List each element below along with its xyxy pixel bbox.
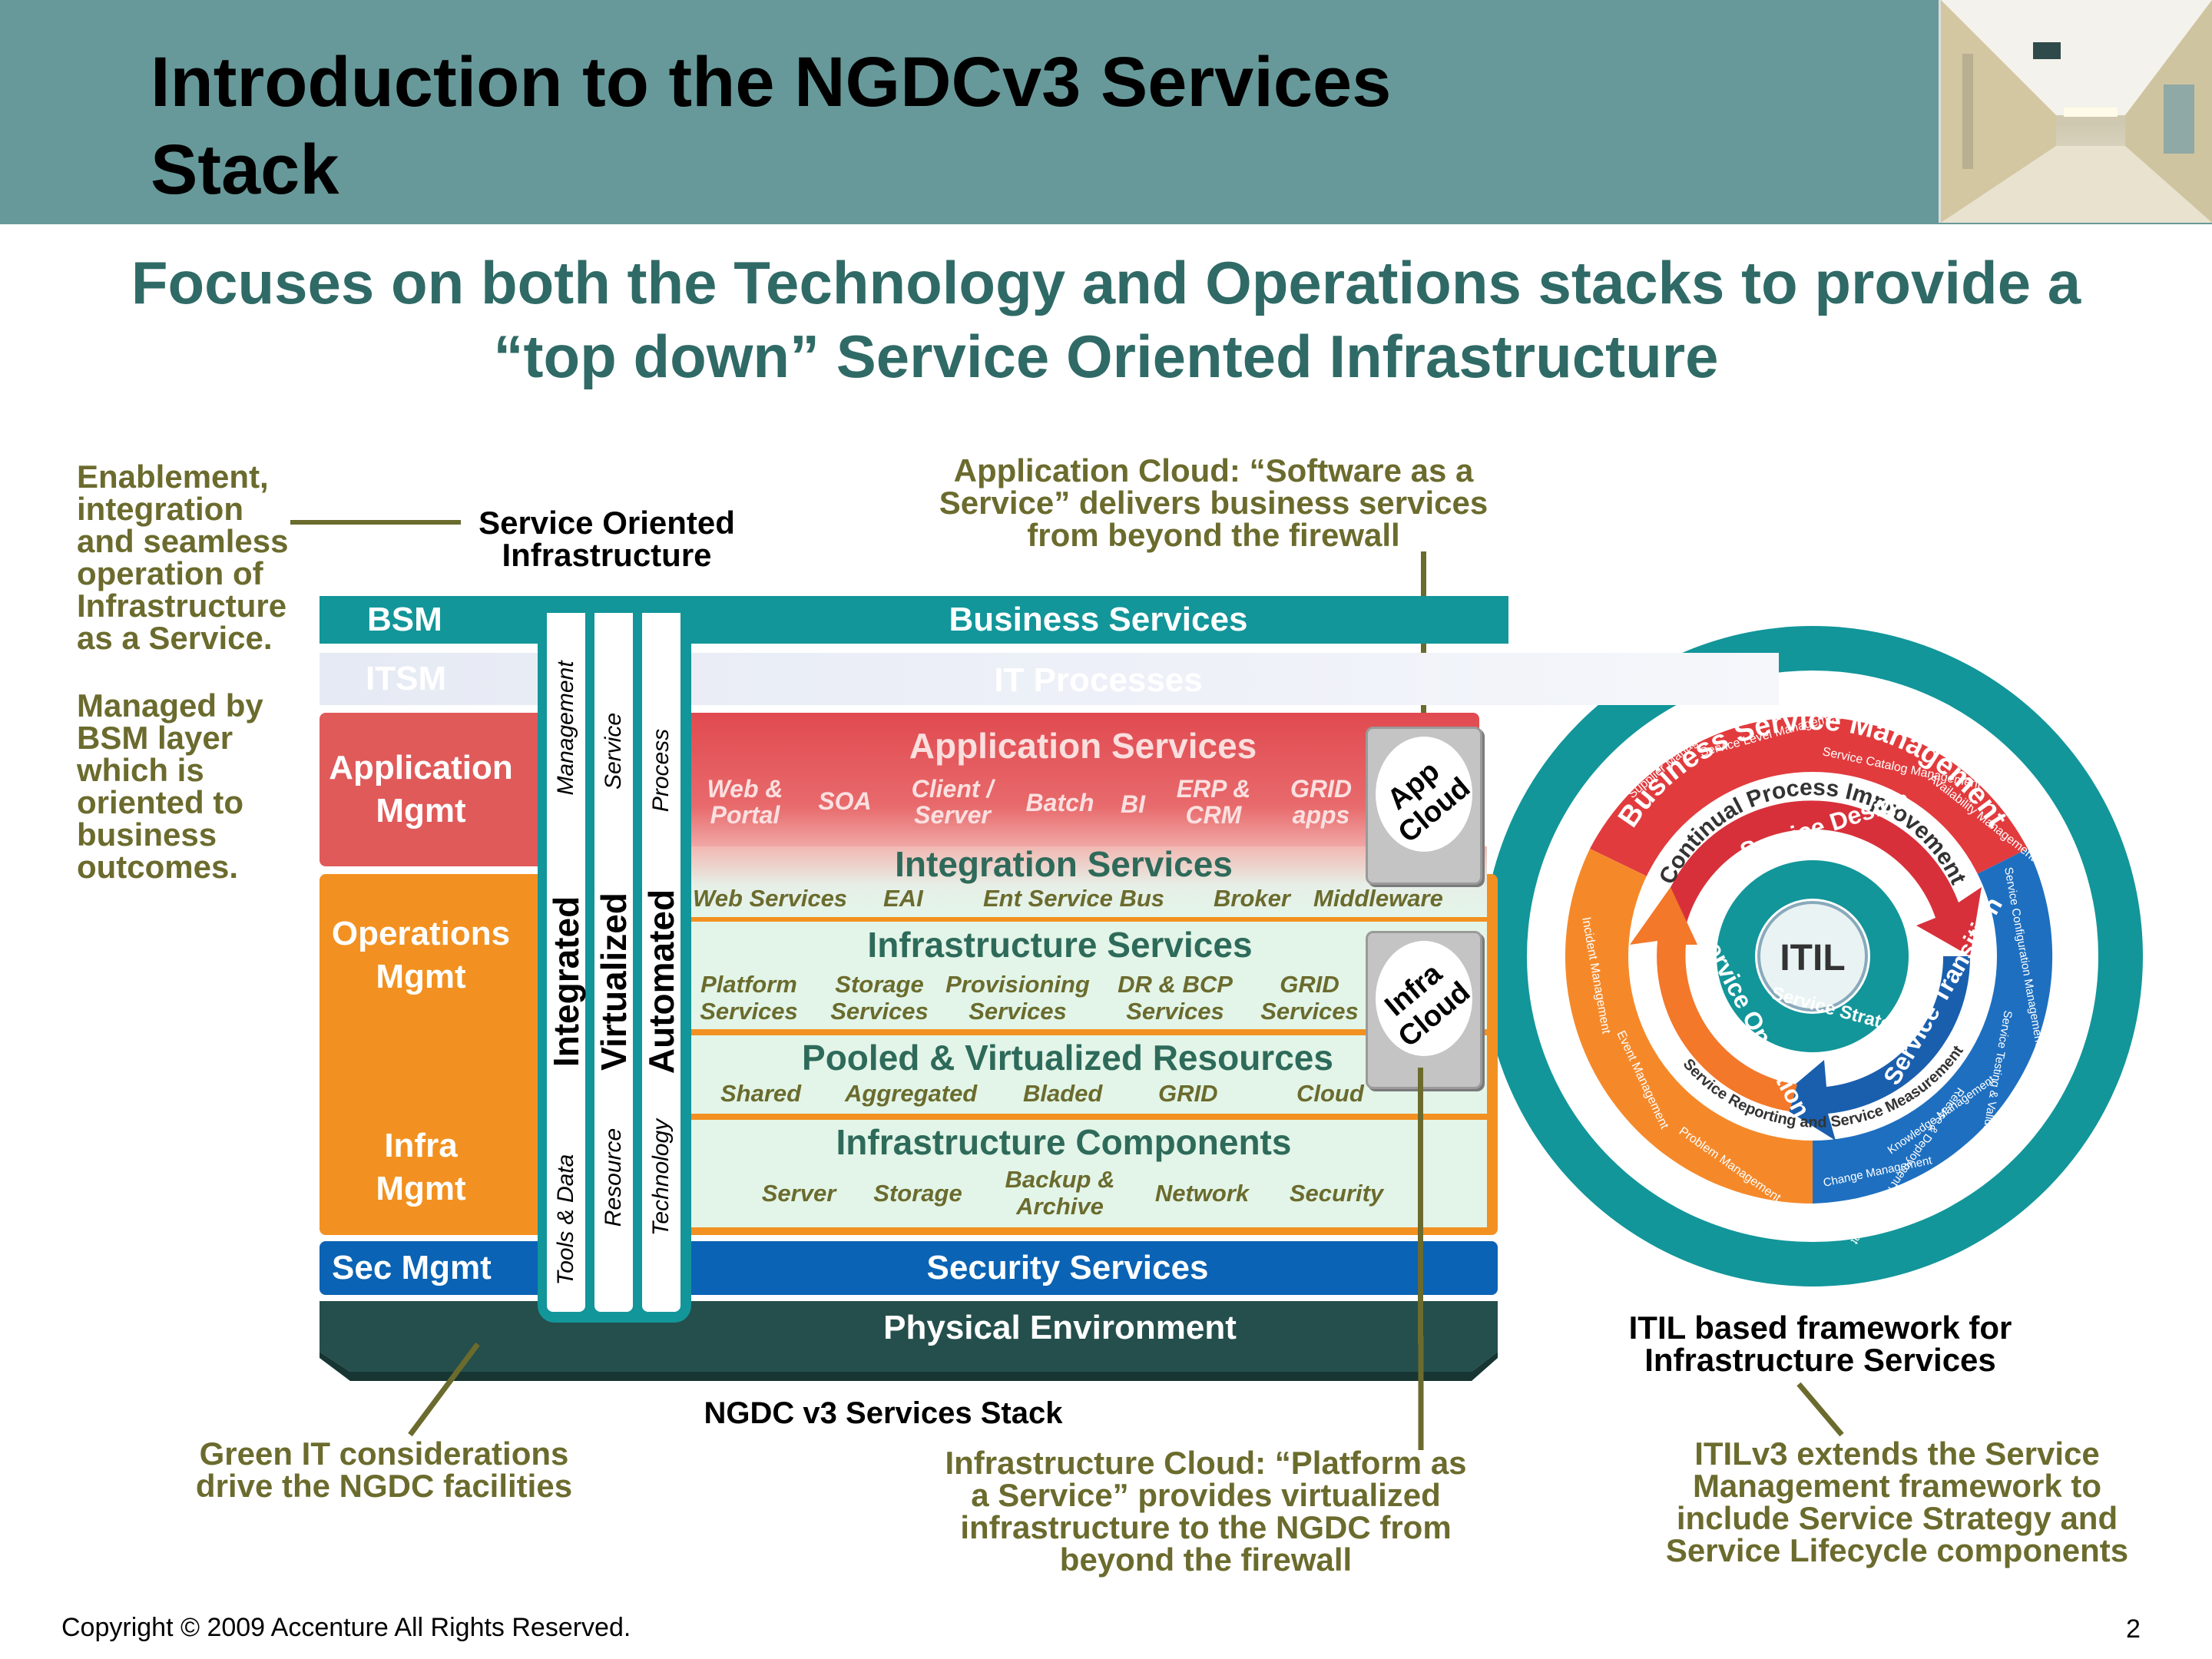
- itsm-label: ITSM: [366, 660, 447, 697]
- comp-item-server: Server: [761, 1180, 836, 1207]
- pooled-resources-title: Pooled & Virtualized Resources: [802, 1038, 1333, 1078]
- virtualized-column: Service Virtualized Resource: [594, 613, 634, 1312]
- infra-mgmt-label: Infra Mgmt: [376, 1127, 466, 1207]
- title-line-1: Introduction to the NGDCv3 Services: [151, 43, 1392, 121]
- col3-top-label: Process: [648, 728, 674, 813]
- title-line-2: Stack: [151, 131, 339, 209]
- infrastructure-services-title: Infrastructure Services: [867, 925, 1253, 965]
- physical-environment-label: Physical Environment: [883, 1309, 1237, 1346]
- int-item-esb: Ent Service Bus: [983, 885, 1165, 912]
- copyright-text: Copyright © 2009 Accenture All Rights Re…: [61, 1613, 631, 1642]
- col2-top-label: Service: [601, 712, 626, 790]
- comp-item-backup: Backup &Archive: [1005, 1166, 1115, 1220]
- page-title: Introduction to the NGDCv3 Services Stac…: [151, 38, 1610, 214]
- integration-services-title: Integration Services: [895, 844, 1233, 884]
- app-item-batch: Batch: [1025, 789, 1094, 816]
- col3-main-label: Automated: [641, 889, 681, 1075]
- pool-item-shared: Shared: [720, 1080, 802, 1107]
- infrastructure-services-area: [684, 922, 1487, 1029]
- app-item-bi: BI: [1121, 790, 1145, 818]
- pool-item-aggregated: Aggregated: [845, 1080, 978, 1107]
- int-item-eai: EAI: [883, 885, 923, 912]
- pool-item-bladed: Bladed: [1023, 1080, 1103, 1107]
- application-services-title: Application Services: [909, 726, 1257, 766]
- bsm-row: [320, 596, 1508, 644]
- pool-item-grid: GRID: [1158, 1080, 1218, 1107]
- application-services-area: [684, 713, 1479, 846]
- col2-bottom-label: Resource: [601, 1128, 626, 1227]
- header-bar: [0, 0, 2212, 224]
- col1-top-label: Management: [553, 661, 578, 796]
- application-mgmt-label: Application Mgmt: [329, 749, 513, 830]
- int-item-middleware: Middleware: [1313, 885, 1443, 912]
- app-item-web-portal: Web &Portal: [707, 775, 783, 829]
- operations-mgmt-label: Operations Mgmt: [331, 915, 511, 995]
- col3-bottom-label: Technology: [648, 1118, 674, 1237]
- comp-item-security: Security: [1289, 1180, 1384, 1207]
- subtitle-line-1: Focuses on both the Technology and Opera…: [131, 249, 2081, 316]
- col1-main-label: Integrated: [546, 896, 586, 1068]
- int-item-web-services: Web Services: [693, 885, 848, 912]
- comp-item-storage: Storage: [873, 1180, 962, 1207]
- soi-label: Service Oriented Infrastructure: [478, 505, 735, 573]
- application-mgmt-block: [320, 713, 550, 866]
- business-services-label: Business Services: [949, 601, 1248, 638]
- comp-item-network: Network: [1154, 1180, 1250, 1207]
- integration-services-area: [684, 846, 1487, 917]
- pool-item-cloud: Cloud: [1296, 1080, 1364, 1107]
- subtitle: Focuses on both the Technology and Opera…: [69, 246, 2143, 393]
- integrated-column: Management Integrated Tools & Data: [546, 613, 586, 1312]
- itil-wheel: ITIL Business Service Management Continu…: [1467, 595, 2158, 1286]
- app-cloud-note: Application Cloud: “Software as a Servic…: [939, 452, 1488, 553]
- stack-caption: NGDC v3 Services Stack: [704, 1396, 1063, 1430]
- col1-bottom-label: Tools & Data: [553, 1154, 578, 1286]
- bsm-label: BSM: [367, 601, 442, 638]
- itil-caption: ITIL based framework for Infrastructure …: [1628, 1310, 2012, 1378]
- hallway-photo: [1939, 0, 2212, 223]
- left-note-enablement: Enablement, integration and seamless ope…: [77, 459, 289, 656]
- left-note-managed: Managed by BSM layer which is oriented t…: [77, 687, 263, 885]
- green-it-note: Green IT considerations drive the NGDC f…: [195, 1435, 573, 1504]
- itil-center-label: ITIL: [1780, 938, 1845, 979]
- app-item-client-server: Client /Server: [911, 775, 994, 829]
- app-item-soa: SOA: [818, 787, 872, 815]
- page-number: 2: [2126, 1614, 2141, 1644]
- security-row: [320, 1241, 1498, 1295]
- infrastructure-components-title: Infrastructure Components: [836, 1122, 1292, 1162]
- app-item-erp-crm: ERP &CRM: [1176, 775, 1251, 829]
- int-item-broker: Broker: [1214, 885, 1290, 912]
- infrastructure-components-area: [684, 1120, 1487, 1227]
- sec-mgmt-label: Sec Mgmt: [332, 1249, 492, 1286]
- infra-cloud-note: Infrastructure Cloud: “Platform as a Ser…: [945, 1445, 1467, 1578]
- subtitle-line-2: “top down” Service Oriented Infrastructu…: [493, 323, 1719, 390]
- connector-line-infra-cloud: [1418, 1068, 1423, 1344]
- pooled-resources-area: [684, 1035, 1487, 1114]
- col2-main-label: Virtualized: [594, 892, 634, 1071]
- automated-column: Process Automated Technology: [641, 613, 681, 1312]
- application-services-items: Web &Portal SOA Client /Server Batch BI …: [684, 776, 1375, 837]
- itilv3-note: ITILv3 extends the Service Management fr…: [1665, 1435, 2129, 1568]
- security-services-label: Security Services: [926, 1249, 1209, 1286]
- it-processes-label: IT Processes: [994, 661, 1203, 699]
- connector-line-soi: [290, 520, 461, 525]
